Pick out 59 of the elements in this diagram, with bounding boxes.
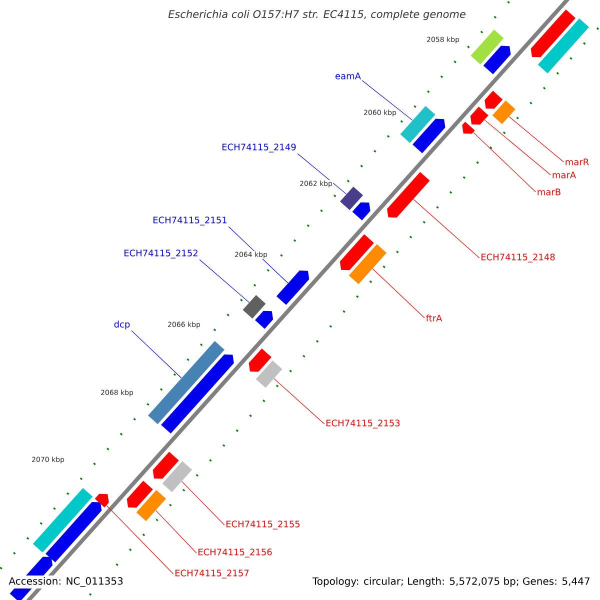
gene-block [255,310,274,329]
leader-line [413,198,480,258]
gene-bar [492,100,516,124]
gene-block [276,270,310,305]
gene-label: eamA [336,72,361,80]
footer-text: Topology: circular; Length: 5,572,075 bp; Genes: 5,447 [310,576,592,588]
gene-label: dcp [114,320,130,330]
gene-label: ECH74115_2148 [482,254,555,262]
gene-block [248,348,272,372]
leader-line [131,330,182,378]
gene-block [94,494,109,508]
gene-bar [400,106,436,143]
gene-block [483,46,511,74]
gene-block [530,9,576,58]
leader-line [199,259,250,303]
leader-line [182,481,225,526]
leader-line [473,132,536,192]
leader-line [156,510,197,554]
gene-block [462,122,475,134]
gene-bar [348,244,387,284]
gene-bar [470,30,504,64]
gene-block [412,118,446,154]
gene-label: marR [566,158,589,166]
leader-line [106,505,174,574]
gene-label: ECH74115_2155 [226,520,300,530]
gene-bar [340,186,364,210]
gene-block [152,452,179,479]
leader-line [508,116,564,162]
gene-label: ECH74115_2153 [326,420,400,428]
gene-label: ECH74115_2151 [154,216,227,226]
leader-line [297,153,347,194]
gene-block [352,202,370,220]
gene-block [161,354,234,434]
gene-label: ftrA [426,314,442,322]
gene-block [126,480,153,508]
footer-text: Accession: NC_011353 [7,576,125,588]
leader-line [372,268,425,318]
gene-label: ECH74115_2152 [124,250,198,258]
gene-block [46,502,102,562]
gene-label: ECH74115_2149 [222,144,296,152]
gene-label: ECH74115_2157 [176,570,249,578]
gene-block [484,90,503,109]
gene-bar [256,360,282,388]
gene-block [340,234,374,270]
title: Escherichia coli O157:H7 str. EC4115, complete genome [168,10,466,20]
leader-line [274,378,325,424]
gene-bar [148,341,224,424]
gene-bar [32,488,93,552]
leader-line [362,80,413,121]
gene-label: ECH74115_2156 [198,548,272,558]
gene-bar [136,490,166,522]
gene-bar [242,295,266,319]
gene-bar [162,461,192,492]
gene-bar [538,18,589,74]
gene-block [387,172,430,218]
gene-block [470,106,488,125]
gene-label: marA [552,172,576,178]
leader-line [484,120,552,176]
gene-label: marB [538,188,560,196]
